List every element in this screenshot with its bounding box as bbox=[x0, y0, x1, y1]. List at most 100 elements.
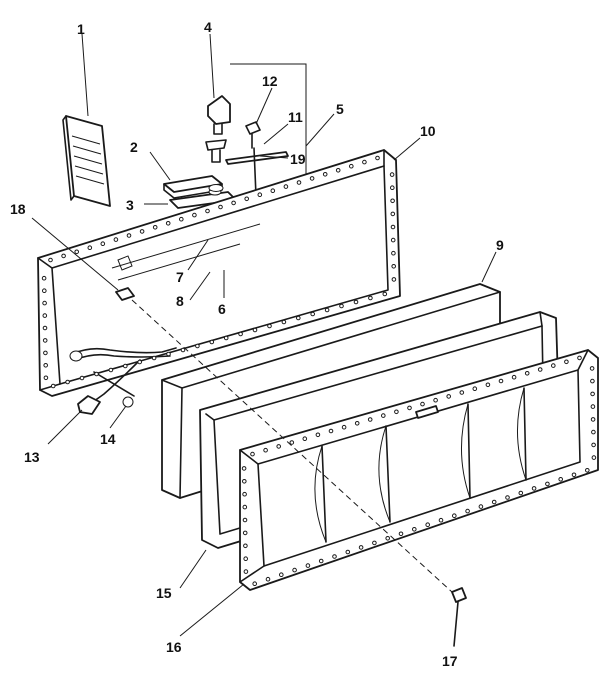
rivet-hole bbox=[243, 569, 249, 574]
rivet-hole bbox=[108, 367, 114, 373]
rivet-hole bbox=[74, 249, 79, 255]
rivet-hole bbox=[438, 517, 444, 523]
rivet-hole bbox=[472, 386, 478, 392]
rivet-hole bbox=[195, 343, 200, 349]
rivet-hole bbox=[263, 447, 268, 453]
part-power-cord bbox=[69, 347, 177, 405]
rivet-hole bbox=[292, 567, 297, 573]
rivet-hole bbox=[309, 176, 315, 181]
rivet-hole bbox=[205, 208, 210, 214]
rivet-hole bbox=[407, 405, 412, 411]
rivet-hole bbox=[518, 490, 524, 496]
rivet-hole bbox=[270, 188, 276, 193]
rivet-hole bbox=[65, 379, 70, 385]
rivet-hole bbox=[43, 363, 49, 368]
rivet-hole bbox=[564, 359, 569, 365]
rivet-hole bbox=[139, 229, 145, 234]
rivet-hole bbox=[267, 323, 272, 329]
rivet-hole bbox=[315, 432, 321, 438]
rivet-hole bbox=[250, 451, 255, 457]
rivet-hole bbox=[391, 264, 397, 269]
rivet-hole bbox=[385, 536, 391, 541]
rivet-hole bbox=[390, 211, 396, 217]
rivet-hole bbox=[341, 424, 347, 430]
rivet-hole bbox=[389, 172, 395, 177]
rivet-hole bbox=[591, 455, 597, 460]
callout-13: 13 bbox=[24, 449, 40, 465]
rivet-hole bbox=[252, 581, 257, 587]
rivet-hole bbox=[590, 404, 596, 409]
rivet-hole bbox=[265, 576, 271, 582]
rivet-hole bbox=[349, 163, 354, 169]
rivet-hole bbox=[42, 338, 48, 343]
rivet-hole bbox=[137, 359, 142, 365]
rivet-hole bbox=[289, 440, 295, 445]
rivet-hole bbox=[276, 444, 282, 449]
rivet-hole bbox=[551, 363, 556, 368]
callout-1: 1 bbox=[77, 21, 85, 37]
rivet-hole bbox=[87, 245, 93, 250]
rivet-hole bbox=[283, 184, 289, 189]
rivet-hole bbox=[353, 299, 359, 305]
rivet-hole bbox=[590, 378, 595, 384]
rivet-hole bbox=[398, 531, 404, 537]
rivet-hole bbox=[382, 291, 388, 297]
callout-19: 19 bbox=[290, 151, 306, 167]
rivet-hole bbox=[577, 355, 582, 361]
rivet-hole bbox=[223, 335, 229, 341]
rivet-hole bbox=[50, 383, 56, 389]
rivet-hole bbox=[420, 401, 425, 407]
rivet-hole bbox=[242, 491, 247, 497]
rivet-hole bbox=[318, 558, 324, 564]
rivet-hole bbox=[372, 540, 377, 546]
rivet-hole bbox=[335, 168, 341, 173]
rivet-hole bbox=[589, 366, 595, 371]
rivet-hole bbox=[296, 315, 301, 321]
rivet-hole bbox=[281, 319, 287, 325]
rivet-hole bbox=[391, 250, 396, 256]
rivet-hole bbox=[485, 382, 491, 388]
rivet-hole bbox=[459, 390, 465, 395]
rivet-hole bbox=[209, 339, 215, 345]
rivet-hole bbox=[590, 391, 595, 397]
rivet-hole bbox=[452, 513, 457, 519]
rivet-holes bbox=[41, 155, 597, 587]
rivet-hole bbox=[151, 355, 157, 361]
rivet-hole bbox=[531, 486, 537, 491]
rivet-hole bbox=[257, 192, 263, 197]
rivet-hole bbox=[244, 196, 249, 202]
rivet-hole bbox=[41, 275, 47, 281]
rivet-hole bbox=[231, 200, 236, 206]
rivet-hole bbox=[242, 530, 248, 536]
rivet-hole bbox=[79, 375, 85, 381]
rivet-hole bbox=[242, 517, 248, 523]
rivet-hole bbox=[394, 409, 399, 415]
rivet-hole bbox=[279, 572, 284, 578]
rivet-hole bbox=[585, 468, 590, 473]
rivet-hole bbox=[238, 331, 243, 337]
rivet-hole bbox=[305, 563, 311, 568]
rivet-hole bbox=[390, 185, 395, 190]
rivet-hole bbox=[180, 347, 186, 353]
rivet-hole bbox=[48, 257, 53, 263]
rivet-hole bbox=[43, 350, 48, 356]
rivet-hole bbox=[43, 375, 49, 381]
rivet-hole bbox=[126, 233, 132, 238]
rivet-hole bbox=[412, 527, 417, 532]
rivet-hole bbox=[478, 504, 484, 509]
part-lock-key bbox=[205, 95, 231, 192]
callout-6: 6 bbox=[218, 301, 226, 317]
rivet-hole bbox=[433, 397, 438, 403]
rivet-hole bbox=[345, 549, 351, 555]
part-outer-lid bbox=[239, 349, 599, 591]
rivet-hole bbox=[322, 172, 328, 177]
rivet-hole bbox=[242, 479, 247, 484]
callout-15: 15 bbox=[156, 585, 172, 601]
rivet-hole bbox=[524, 371, 530, 376]
callout-14: 14 bbox=[100, 431, 116, 447]
rivet-hole bbox=[328, 428, 334, 434]
rivet-hole bbox=[165, 221, 171, 226]
rivet-hole bbox=[391, 277, 397, 282]
rivet-hole bbox=[242, 504, 248, 510]
rivet-hole bbox=[243, 543, 248, 549]
